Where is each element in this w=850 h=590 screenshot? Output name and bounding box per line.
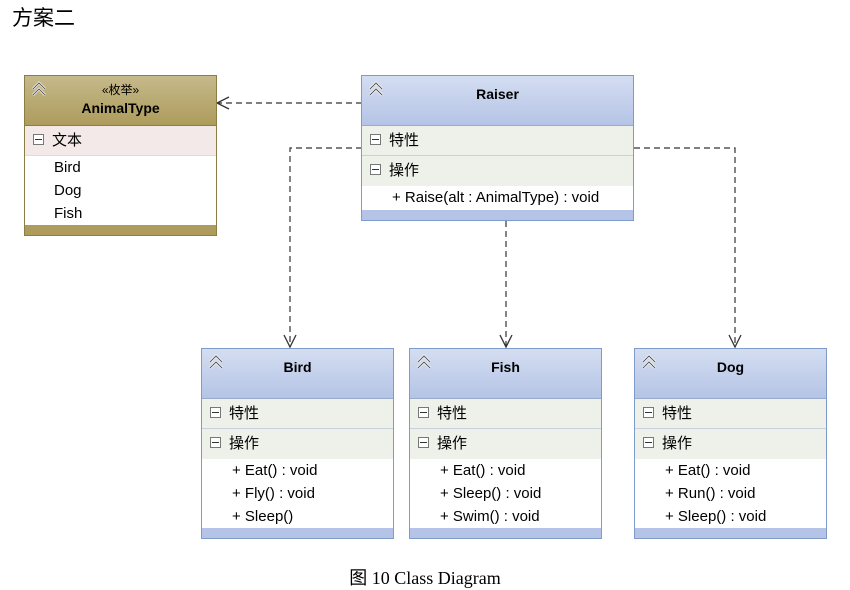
operations-compartment[interactable]: 操作 — [362, 156, 633, 186]
operations-compartment[interactable]: 操作 — [202, 429, 393, 459]
operations-label: 操作 — [389, 162, 420, 179]
class-name: Dog — [716, 359, 745, 375]
raiser-to-bird-dependency — [289, 147, 362, 346]
dog-header: Dog — [635, 349, 826, 399]
enum-literal: Fish — [54, 205, 83, 222]
enum-footer — [25, 225, 216, 235]
collapse-minus-icon[interactable] — [643, 406, 654, 418]
class-name: Bird — [283, 359, 312, 375]
enum-stereotype: «枚举» — [101, 83, 140, 97]
raiser-class-box[interactable]: Raiser 特性 操作 + Raise(alt : AnimalType) :… — [361, 75, 634, 221]
operations-label: 操作 — [229, 435, 260, 452]
attributes-label: 特性 — [389, 132, 420, 149]
animaltype-header: «枚举» AnimalType — [25, 76, 216, 126]
attributes-label: 特性 — [229, 405, 260, 422]
arrowhead-bird — [283, 334, 297, 349]
operation-item: + Raise(alt : AnimalType) : void — [392, 189, 600, 206]
collapse-minus-icon[interactable] — [643, 436, 654, 448]
class-name: Raiser — [476, 86, 519, 102]
collapse-minus-icon[interactable] — [210, 436, 221, 448]
collapse-minus-icon[interactable] — [370, 163, 381, 175]
operations-label: 操作 — [437, 435, 468, 452]
attributes-label: 特性 — [437, 405, 468, 422]
enum-literal: Dog — [54, 182, 82, 199]
collapse-minus-icon[interactable] — [418, 406, 429, 418]
raiser-to-dog-dependency — [634, 147, 736, 346]
class-name: Fish — [491, 359, 520, 375]
page-heading: 方案二 — [12, 6, 75, 30]
enum-name: AnimalType — [81, 100, 160, 116]
attributes-compartment[interactable]: 特性 — [410, 399, 601, 429]
operations-label: 操作 — [662, 435, 693, 452]
attributes-compartment[interactable]: 特性 — [362, 126, 633, 156]
operation-item: + Run() : void — [665, 485, 756, 502]
collapse-chevron-icon[interactable] — [366, 79, 386, 99]
collapse-chevron-icon[interactable] — [29, 79, 49, 99]
class-footer — [202, 528, 393, 538]
figure-caption: 图 10 Class Diagram — [349, 568, 501, 588]
collapse-chevron-icon[interactable] — [414, 352, 434, 372]
class-footer — [635, 528, 826, 538]
attributes-compartment[interactable]: 特性 — [635, 399, 826, 429]
bird-header: Bird — [202, 349, 393, 399]
attributes-label: 特性 — [662, 405, 693, 422]
arrowhead-fish — [499, 334, 513, 349]
fish-header: Fish — [410, 349, 601, 399]
compartment-label: 文本 — [52, 132, 83, 149]
arrowhead-dog — [728, 334, 742, 349]
operation-item: + Sleep() : void — [440, 485, 542, 502]
class-footer — [410, 528, 601, 538]
operation-item: + Eat() : void — [232, 462, 318, 479]
animaltype-enum-box[interactable]: «枚举» AnimalType 文本 Bird Dog Fish — [24, 75, 217, 236]
class-footer — [362, 210, 633, 220]
dog-class-box[interactable]: Dog 特性 操作 + Eat() : void + Run() : void … — [634, 348, 827, 539]
operation-item: + Eat() : void — [665, 462, 751, 479]
enum-literals-compartment[interactable]: 文本 — [25, 126, 216, 156]
attributes-compartment[interactable]: 特性 — [202, 399, 393, 429]
fish-class-box[interactable]: Fish 特性 操作 + Eat() : void + Sleep() : vo… — [409, 348, 602, 539]
operation-item: + Eat() : void — [440, 462, 526, 479]
raiser-header: Raiser — [362, 76, 633, 126]
operation-item: + Sleep() : void — [665, 508, 767, 525]
arrowhead-animaltype — [215, 96, 230, 110]
operation-item: + Fly() : void — [232, 485, 315, 502]
enum-literal: Bird — [54, 159, 81, 176]
operations-compartment[interactable]: 操作 — [410, 429, 601, 459]
collapse-minus-icon[interactable] — [33, 133, 44, 145]
collapse-chevron-icon[interactable] — [206, 352, 226, 372]
bird-class-box[interactable]: Bird 特性 操作 + Eat() : void + Fly() : void… — [201, 348, 394, 539]
operation-item: + Sleep() — [232, 508, 294, 525]
collapse-minus-icon[interactable] — [418, 436, 429, 448]
collapse-minus-icon[interactable] — [210, 406, 221, 418]
operations-compartment[interactable]: 操作 — [635, 429, 826, 459]
collapse-minus-icon[interactable] — [370, 133, 381, 145]
operation-item: + Swim() : void — [440, 508, 540, 525]
collapse-chevron-icon[interactable] — [639, 352, 659, 372]
